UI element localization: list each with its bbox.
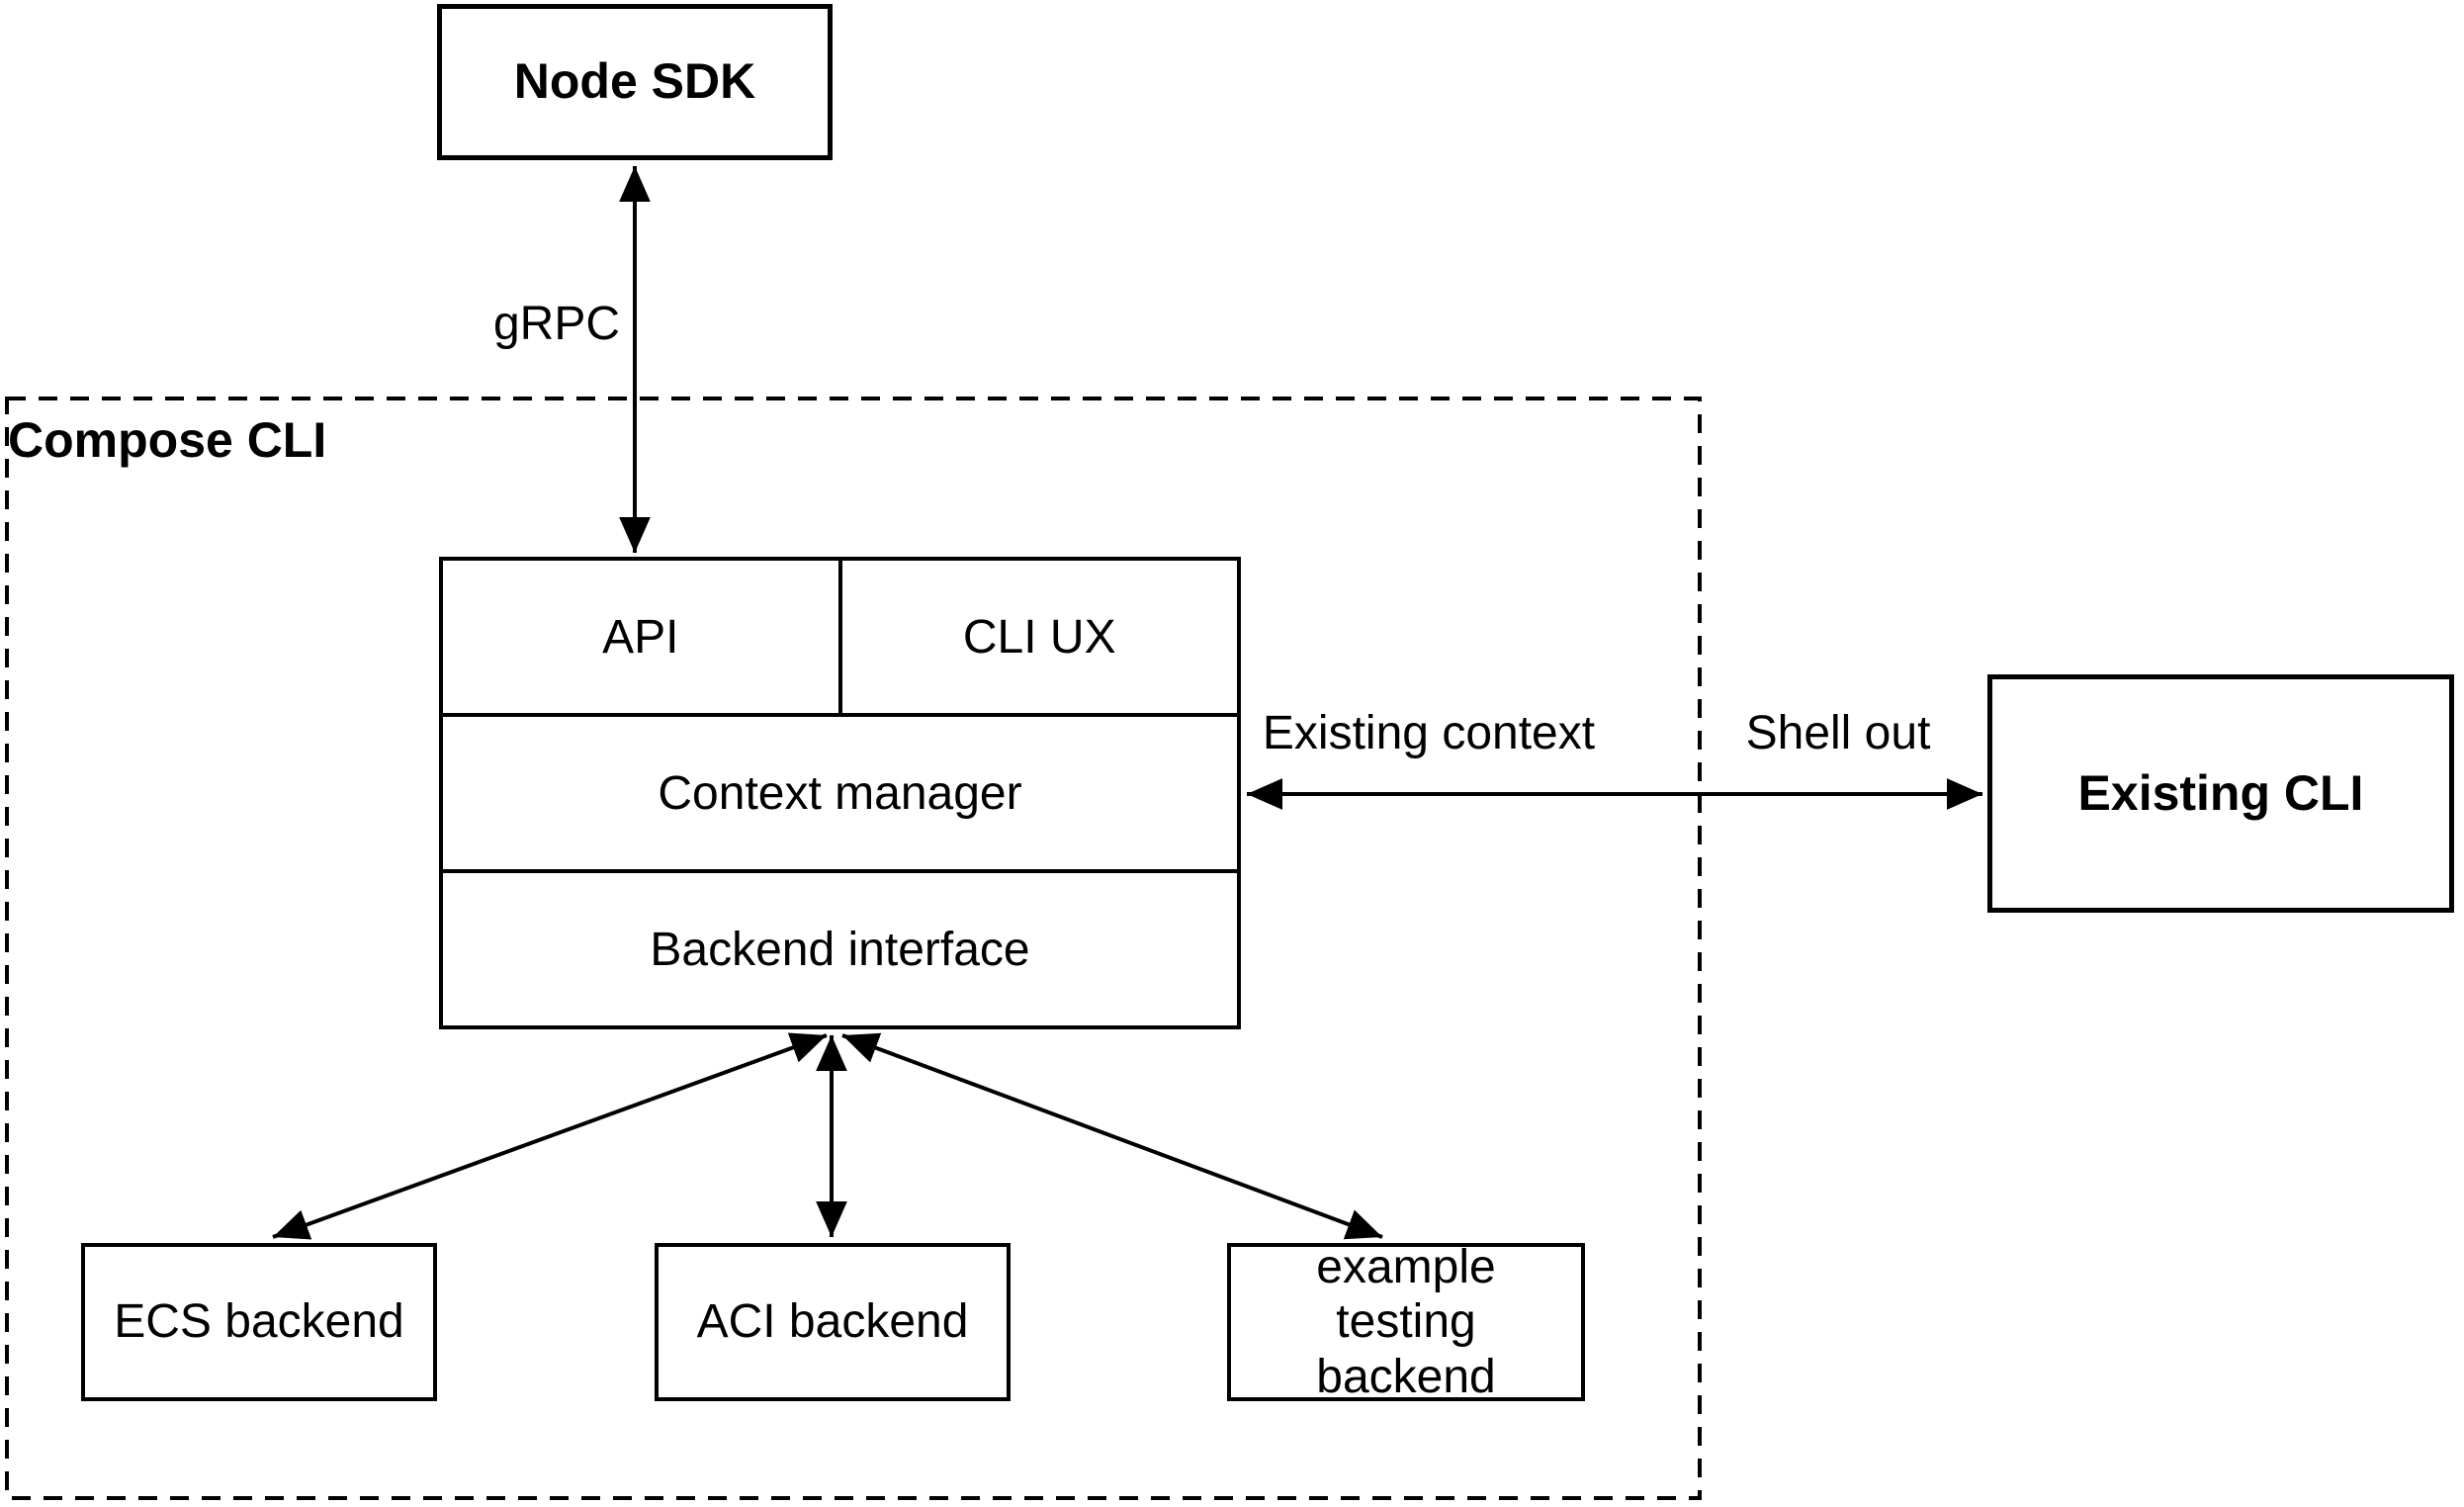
cli-ux-label: CLI UX: [962, 610, 1116, 664]
grpc-edge-label: gRPC: [492, 298, 620, 350]
backend-interface-cell: Backend interface: [443, 873, 1237, 1025]
shell-out-edge-label: Shell out: [1745, 707, 1931, 759]
existing-context-edge-label: Existing context: [1262, 707, 1596, 759]
context-manager-row: Context manager: [443, 713, 1237, 869]
aci-backend-label: ACI backend: [696, 1295, 969, 1349]
context-manager-label: Context manager: [658, 766, 1022, 820]
backend-interface-label: Backend interface: [650, 923, 1030, 976]
example-testing-backend-label: example testing backend: [1316, 1241, 1496, 1403]
node-sdk-box: Node SDK: [437, 4, 833, 160]
aci-backend-box: ACI backend: [655, 1243, 1011, 1401]
ecs-backend-label: ECS backend: [114, 1295, 404, 1349]
example-backend-arrow: [841, 1032, 1383, 1240]
cli-ux-cell: CLI UX: [842, 561, 1238, 713]
context-manager-cell: Context manager: [443, 717, 1237, 869]
existing-cli-label: Existing CLI: [2077, 764, 2364, 821]
compose-cli-container-border: [5, 397, 1702, 1500]
ecs-backend-box: ECS backend: [81, 1243, 437, 1401]
compose-cli-label: Compose CLI: [8, 412, 327, 468]
node-sdk-label: Node SDK: [513, 53, 756, 110]
top-row: API CLI UX: [443, 561, 1237, 713]
existing-cli-box: Existing CLI: [1987, 674, 2454, 913]
example-testing-backend-box: example testing backend: [1227, 1241, 1585, 1403]
api-label: API: [602, 610, 679, 664]
backend-interface-row: Backend interface: [443, 869, 1237, 1025]
api-cell: API: [443, 561, 842, 713]
ecs-backend-arrow: [272, 1032, 828, 1240]
compose-core-box: API CLI UX Context manager Backend inter…: [439, 557, 1241, 1029]
